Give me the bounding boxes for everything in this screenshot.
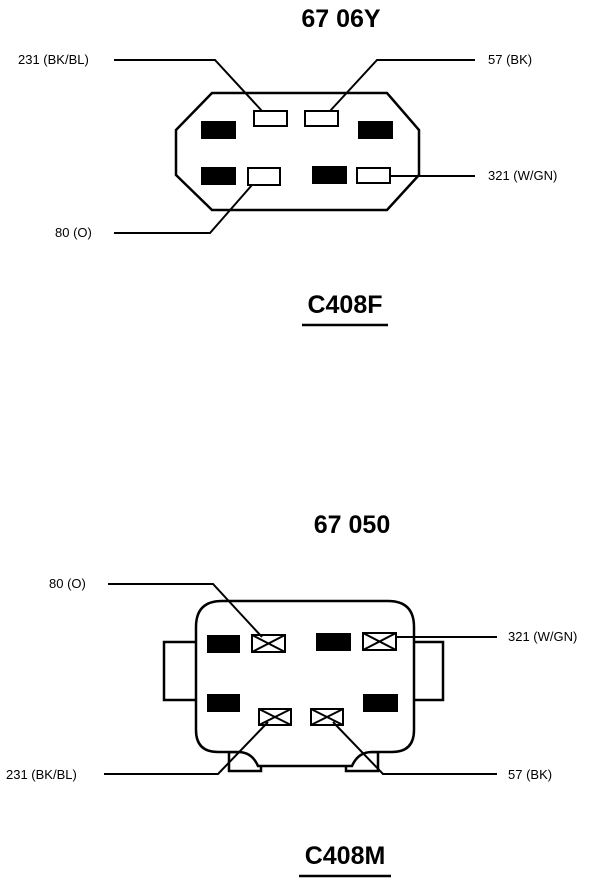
bottom-pin-filled-1 bbox=[207, 635, 240, 653]
top-wire-231 bbox=[114, 59, 263, 112]
top-connector-name: C408F bbox=[307, 291, 382, 319]
bottom-part-number: 67 050 bbox=[314, 511, 390, 539]
top-wire-57 bbox=[329, 59, 475, 112]
bottom-pin-57 bbox=[310, 708, 344, 726]
bottom-wire-57 bbox=[332, 721, 497, 775]
bottom-label-231: 231 (BK/BL) bbox=[6, 767, 77, 782]
bottom-pin-filled-3 bbox=[207, 694, 240, 712]
bottom-pin-filled-2 bbox=[316, 633, 351, 651]
bottom-wire-231 bbox=[104, 721, 269, 775]
bottom-connector-name: C408M bbox=[305, 842, 386, 870]
top-label-80: 80 (O) bbox=[55, 225, 92, 240]
bottom-pin-321 bbox=[362, 632, 397, 651]
top-wire-80 bbox=[114, 184, 253, 234]
bottom-pin-231 bbox=[258, 708, 292, 726]
top-connector-housing bbox=[174, 91, 421, 212]
top-pin-57 bbox=[304, 110, 339, 127]
bottom-right-tab bbox=[408, 640, 445, 702]
top-pin-filled-2 bbox=[358, 121, 393, 139]
top-pin-filled-3 bbox=[201, 167, 236, 185]
top-label-231: 231 (BK/BL) bbox=[18, 52, 89, 67]
bottom-connector-housing bbox=[194, 599, 416, 768]
top-pin-filled-1 bbox=[201, 121, 236, 139]
bottom-label-321: 321 (W/GN) bbox=[508, 629, 577, 644]
bottom-connector: 67 050 bbox=[6, 511, 577, 878]
top-pin-80 bbox=[247, 167, 281, 186]
bottom-label-57: 57 (BK) bbox=[508, 767, 552, 782]
top-label-321: 321 (W/GN) bbox=[488, 168, 557, 183]
top-pin-321 bbox=[356, 167, 391, 184]
top-connector: 67 06Y 231 (BK/BL) 57 (BK) 321 (W/GN) 80… bbox=[18, 5, 557, 327]
bottom-left-tab bbox=[162, 640, 199, 702]
bottom-pin-80 bbox=[251, 634, 286, 653]
bottom-wire-80 bbox=[108, 583, 263, 638]
top-pin-231 bbox=[253, 110, 288, 127]
top-pin-filled-4 bbox=[312, 166, 347, 184]
bottom-label-80: 80 (O) bbox=[49, 576, 86, 591]
top-part-number: 67 06Y bbox=[301, 5, 381, 33]
bottom-pin-filled-4 bbox=[363, 694, 398, 712]
top-label-57: 57 (BK) bbox=[488, 52, 532, 67]
